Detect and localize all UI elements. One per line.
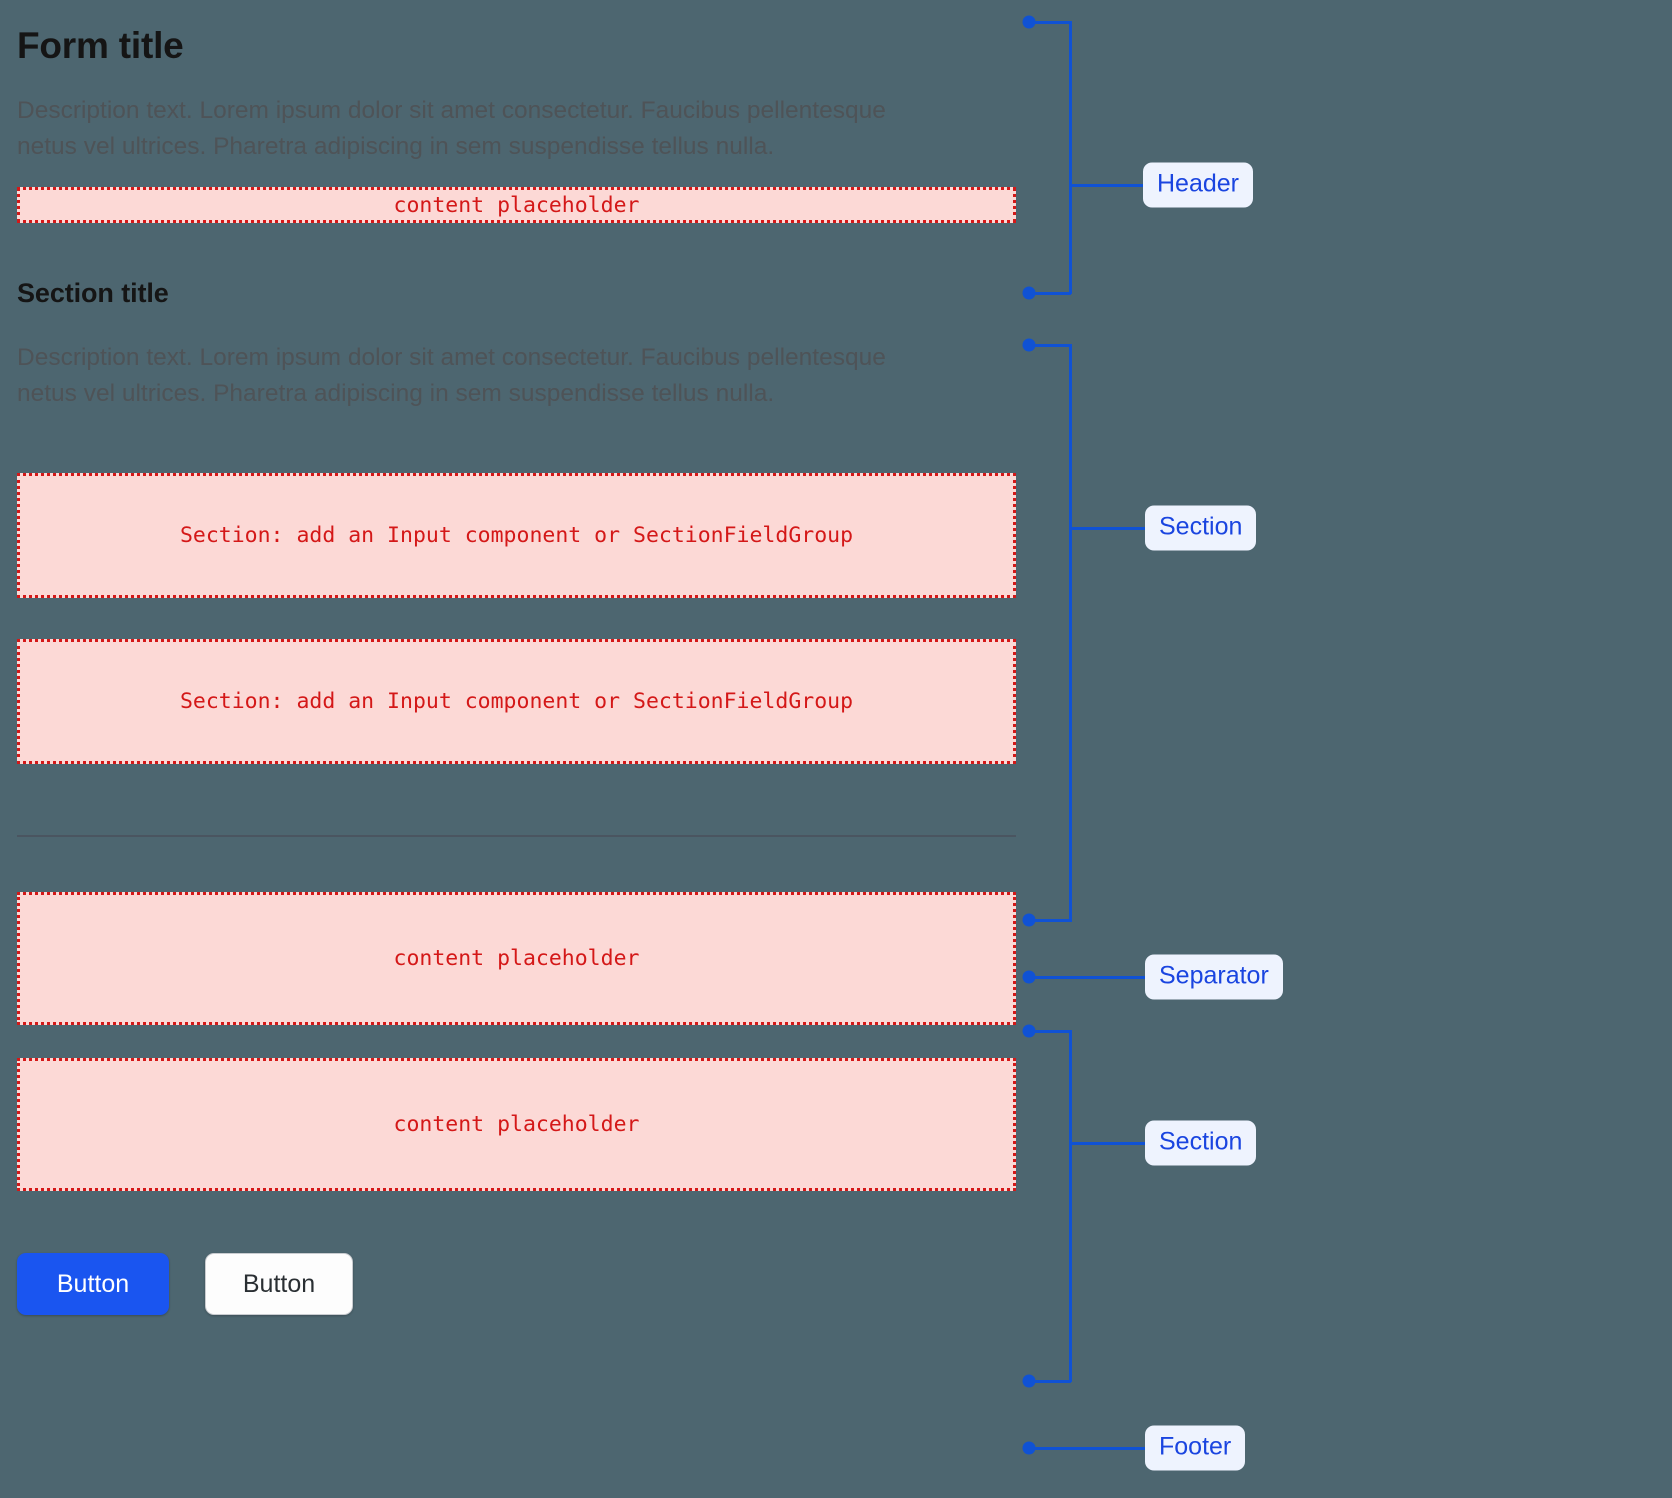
annotation-badge-section[interactable]: Section xyxy=(1145,505,1257,551)
section-content-placeholder[interactable]: content placeholder xyxy=(17,1058,1016,1192)
annotation-bracket xyxy=(1069,1029,1072,1382)
annotation-connector xyxy=(1029,343,1071,347)
annotation-connector xyxy=(1069,183,1145,187)
annotation-connector xyxy=(1029,1379,1071,1383)
secondary-button[interactable]: Button xyxy=(205,1253,353,1316)
annotation-connector xyxy=(1029,1446,1161,1450)
annotation-badge-separator[interactable]: Separator xyxy=(1145,954,1283,1000)
section-field-placeholder[interactable]: Section: add an Input component or Secti… xyxy=(17,473,1016,599)
annotation-anchor-dot xyxy=(1022,1441,1036,1455)
primary-button[interactable]: Button xyxy=(17,1253,169,1316)
annotation-anchor-dot xyxy=(1022,913,1036,927)
annotation-anchor-dot xyxy=(1022,338,1036,352)
annotation-bracket xyxy=(1069,20,1072,294)
annotation-anchor-dot xyxy=(1022,15,1036,29)
form-title: Form title xyxy=(17,25,184,66)
annotation-bracket xyxy=(1069,343,1072,922)
annotation-anchor-dot xyxy=(1022,1374,1036,1388)
form-preview: Form title Description text. Lorem ipsum… xyxy=(17,0,1016,1316)
annotation-connector xyxy=(1029,291,1071,295)
annotation-anchor-dot xyxy=(1022,970,1036,984)
form-header-description: Description text. Lorem ipsum dolor sit … xyxy=(17,97,886,161)
section-title: Section title xyxy=(17,278,169,309)
annotation-anchor-dot xyxy=(1022,286,1036,300)
form-footer: Button Button xyxy=(17,1253,1016,1316)
annotation-connector xyxy=(1069,526,1147,530)
form-section-one: Section title Description text. Lorem ip… xyxy=(17,278,1016,765)
section-description: Description text. Lorem ipsum dolor sit … xyxy=(17,344,886,408)
section-field-placeholder[interactable]: Section: add an Input component or Secti… xyxy=(17,639,1016,765)
header-content-placeholder[interactable]: content placeholder xyxy=(17,187,1016,224)
form-section-two: content placeholder content placeholder xyxy=(17,892,1016,1192)
form-separator xyxy=(17,835,1016,838)
annotation-connector xyxy=(1029,975,1161,979)
annotation-connector xyxy=(1029,1029,1071,1033)
annotation-connector xyxy=(1029,20,1071,24)
annotation-connector xyxy=(1029,918,1071,922)
annotation-anchor-dot xyxy=(1022,1024,1036,1038)
form-header: Form title Description text. Lorem ipsum… xyxy=(17,25,1016,224)
section-content-placeholder[interactable]: content placeholder xyxy=(17,892,1016,1026)
annotation-connector xyxy=(1069,1141,1147,1145)
annotation-badge-section[interactable]: Section xyxy=(1145,1120,1257,1166)
annotation-badge-header[interactable]: Header xyxy=(1143,162,1253,208)
annotation-badge-footer[interactable]: Footer xyxy=(1145,1425,1246,1471)
